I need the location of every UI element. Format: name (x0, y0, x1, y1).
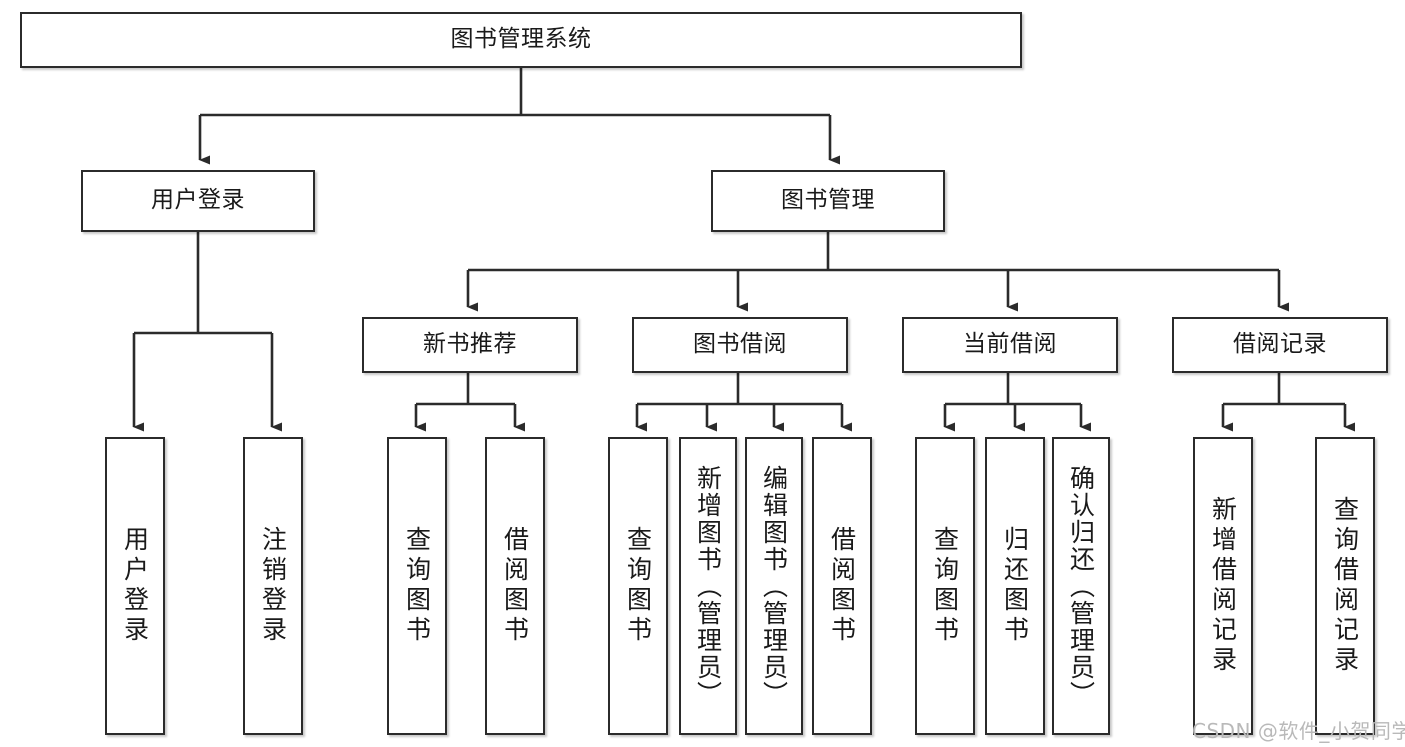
node-leaf-borrow-book-recommend[interactable]: 借阅图书 (485, 437, 545, 735)
node-new-book-recommend-label: 新书推荐 (423, 331, 517, 358)
node-leaf-query-book-current[interactable]: 查询图书 (915, 437, 975, 735)
node-leaf-borrow-book-borrow[interactable]: 借阅图书 (812, 437, 872, 735)
current-borrow-to-leaves-connectors (943, 373, 1091, 432)
node-leaf-query-borrow-record[interactable]: 查询借阅记录 (1315, 437, 1375, 735)
node-current-borrow[interactable]: 当前借阅 (902, 317, 1118, 373)
borrow-record-to-leaves-connectors (1221, 373, 1355, 432)
node-root-label: 图书管理系统 (450, 26, 592, 53)
node-book-management[interactable]: 图书管理 (711, 170, 945, 232)
node-leaf-query-borrow-record-label: 查询借阅记录 (1330, 496, 1360, 676)
node-leaf-user-login-label: 用户登录 (120, 526, 150, 646)
node-leaf-borrow-book-recommend-label: 借阅图书 (500, 526, 530, 646)
node-leaf-add-borrow-record-label: 新增借阅记录 (1208, 496, 1238, 676)
node-leaf-query-book-recommend[interactable]: 查询图书 (387, 437, 447, 735)
csdn-watermark: CSDN @软件_小贺同学 (1192, 719, 1405, 743)
node-book-management-label: 图书管理 (781, 187, 875, 214)
node-new-book-recommend[interactable]: 新书推荐 (362, 317, 578, 373)
node-leaf-query-book-current-label: 查询图书 (930, 526, 960, 646)
node-leaf-add-book-admin-label: 新增图书（管理员） (693, 464, 723, 708)
node-leaf-add-book-admin[interactable]: 新增图书（管理员） (679, 437, 737, 735)
node-leaf-logout-login-label: 注销登录 (258, 526, 288, 646)
node-book-borrow-label: 图书借阅 (693, 331, 787, 358)
node-leaf-edit-book-admin-label: 编辑图书（管理员） (759, 464, 789, 708)
node-leaf-borrow-book-borrow-label: 借阅图书 (827, 526, 857, 646)
user-login-to-leaves-connectors (132, 232, 282, 432)
node-user-login-label: 用户登录 (151, 187, 245, 214)
node-leaf-query-book-borrow-label: 查询图书 (623, 526, 653, 646)
node-leaf-return-book[interactable]: 归还图书 (985, 437, 1045, 735)
node-borrow-record-label: 借阅记录 (1233, 331, 1327, 358)
node-leaf-logout-login[interactable]: 注销登录 (243, 437, 303, 735)
node-root[interactable]: 图书管理系统 (20, 12, 1022, 68)
node-leaf-return-book-label: 归还图书 (1000, 526, 1030, 646)
node-user-login[interactable]: 用户登录 (81, 170, 315, 232)
node-leaf-edit-book-admin[interactable]: 编辑图书（管理员） (745, 437, 803, 735)
node-leaf-add-borrow-record[interactable]: 新增借阅记录 (1193, 437, 1253, 735)
book-management-to-level2-connectors (466, 232, 1289, 312)
node-book-borrow[interactable]: 图书借阅 (632, 317, 848, 373)
node-borrow-record[interactable]: 借阅记录 (1172, 317, 1388, 373)
node-leaf-user-login[interactable]: 用户登录 (105, 437, 165, 735)
new-book-recommend-to-leaves-connectors (414, 373, 525, 432)
root-to-level1-connectors (198, 68, 840, 165)
node-current-borrow-label: 当前借阅 (963, 331, 1057, 358)
node-leaf-confirm-return-admin-label: 确认归还（管理员） (1066, 464, 1096, 708)
book-borrow-to-leaves-connectors (635, 373, 852, 432)
node-leaf-query-book-recommend-label: 查询图书 (402, 526, 432, 646)
node-leaf-query-book-borrow[interactable]: 查询图书 (608, 437, 668, 735)
node-leaf-confirm-return-admin[interactable]: 确认归还（管理员） (1052, 437, 1110, 735)
